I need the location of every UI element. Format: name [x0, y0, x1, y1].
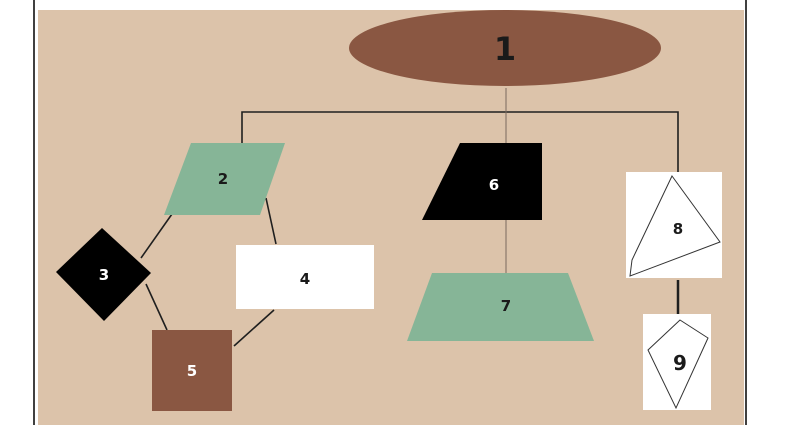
connector-4-to-5: [233, 309, 275, 347]
connector-1-branch: [241, 111, 679, 176]
connector-2-to-4: [265, 197, 277, 245]
node-6-label: 6: [489, 176, 499, 194]
node-2-parallelogram: [164, 143, 285, 215]
connectors: [140, 88, 680, 347]
node-4-label: 4: [300, 270, 310, 288]
node-3-label: 3: [99, 266, 109, 284]
node-9-diamond-outline: [647, 319, 709, 410]
node-1-label: 1: [494, 30, 516, 68]
node-1-ellipse: [349, 10, 661, 86]
node-4-rectangle: [236, 245, 374, 309]
node-7-trapezoid: [407, 273, 594, 341]
node-2-label: 2: [218, 170, 228, 188]
node-6-trapezoid: [422, 143, 542, 220]
connector-2-to-3: [140, 213, 173, 259]
node-5-label: 5: [187, 362, 197, 380]
node-8-box: [626, 172, 722, 278]
node-9-label: 9: [673, 351, 687, 375]
node-8-kite-outline: [629, 175, 721, 277]
node-5-square: [152, 330, 232, 411]
node-3-diamond: [56, 228, 151, 321]
node-7-label: 7: [501, 297, 511, 315]
connector-3-to-5: [145, 283, 168, 331]
node-8-label: 8: [673, 220, 683, 238]
